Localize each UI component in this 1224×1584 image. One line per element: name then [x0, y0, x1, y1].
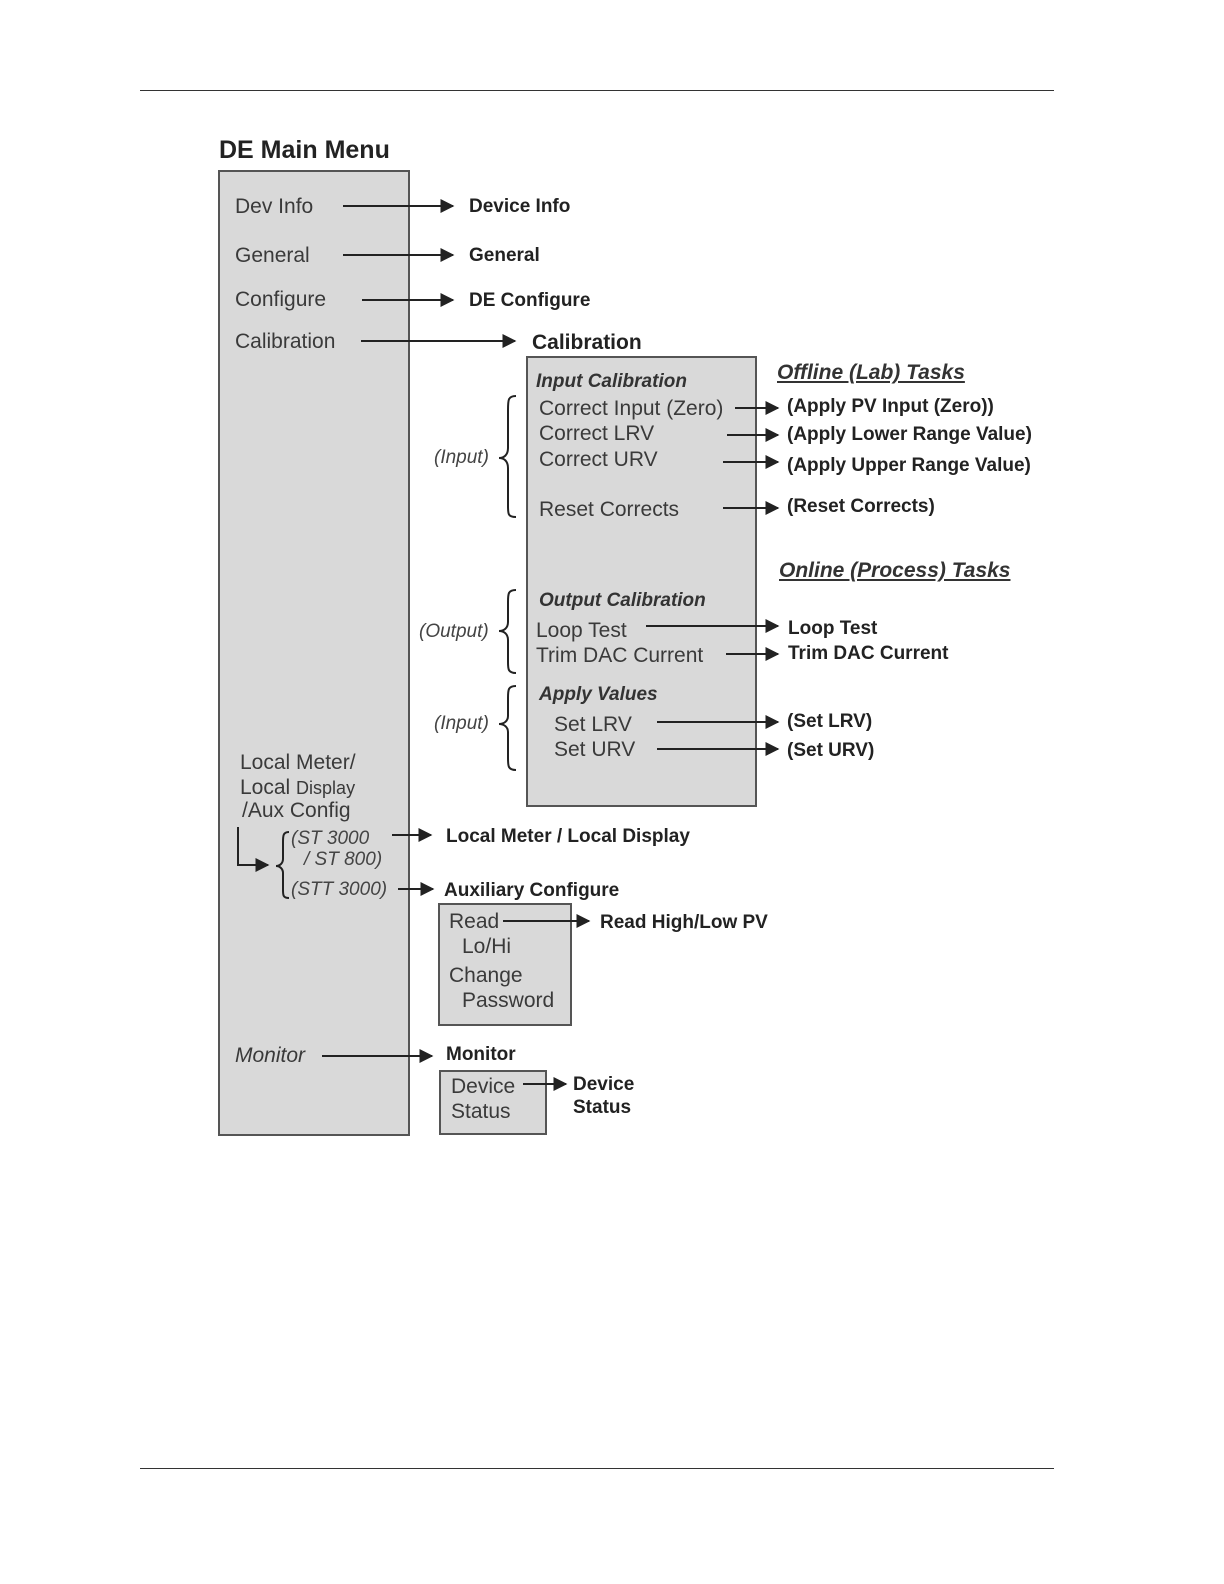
footer-rule	[140, 1468, 1054, 1469]
cal-item-trim-dac-current[interactable]: Trim DAC Current	[536, 644, 704, 667]
cal-item-correct-input-zero[interactable]: Correct Input (Zero)	[539, 397, 724, 420]
target-auxiliary-configure: Auxiliary Configure	[444, 880, 620, 901]
main-menu-box	[218, 170, 410, 1136]
target-local-meter-display: Local Meter / Local Display	[446, 826, 690, 847]
target-device-info: Device Info	[469, 196, 571, 217]
aux-config-box	[438, 903, 572, 1026]
brace-output	[498, 589, 517, 674]
cal-item-set-urv[interactable]: Set URV	[554, 738, 636, 761]
local-meter-line1: Local Meter	[240, 751, 350, 774]
aux-item-password: Password	[462, 989, 555, 1012]
model-stt3000: (STT 3000)	[291, 879, 388, 900]
menu-item-local-display: Local Display	[240, 777, 355, 798]
header-rule	[140, 90, 1054, 91]
local-meter-slash: /	[349, 751, 356, 774]
input-calibration-heading: Input Calibration	[536, 371, 687, 392]
task-set-urv: (Set URV)	[787, 740, 875, 761]
monitor-item-status: Status	[451, 1100, 511, 1123]
menu-item-monitor[interactable]: Monitor	[235, 1044, 306, 1067]
cal-item-reset-corrects[interactable]: Reset Corrects	[539, 498, 680, 521]
bracket-label-input-1: (Input)	[434, 447, 489, 468]
target-general: General	[469, 245, 540, 266]
task-trim-dac-current: Trim DAC Current	[788, 643, 949, 664]
bracket-label-output: (Output)	[419, 621, 489, 642]
apply-values-heading: Apply Values	[539, 684, 658, 705]
target-device-status-line1: Device	[573, 1074, 635, 1095]
cal-item-set-lrv[interactable]: Set LRV	[554, 713, 632, 736]
target-de-configure: DE Configure	[469, 290, 591, 311]
model-st800: / ST 800)	[304, 849, 383, 870]
task-loop-test: Loop Test	[788, 618, 878, 639]
menu-item-dev-info[interactable]: Dev Info	[235, 195, 314, 218]
cal-item-loop-test[interactable]: Loop Test	[536, 619, 627, 642]
online-tasks-heading: Online (Process) Tasks	[779, 559, 1011, 582]
aux-item-change[interactable]: Change	[449, 964, 523, 987]
cal-item-correct-lrv[interactable]: Correct LRV	[539, 422, 655, 445]
local-display-word: Local	[240, 776, 291, 799]
task-apply-upper-range: (Apply Upper Range Value)	[787, 455, 1031, 476]
display-word: Display	[296, 778, 356, 798]
target-calibration: Calibration	[532, 331, 642, 354]
output-calibration-heading: Output Calibration	[539, 590, 706, 611]
task-set-lrv: (Set LRV)	[787, 711, 873, 732]
monitor-item-device[interactable]: Device	[451, 1075, 516, 1098]
brace-input-2	[498, 685, 517, 771]
model-st3000: (ST 3000	[291, 828, 370, 849]
offline-tasks-heading: Offline (Lab) Tasks	[777, 361, 965, 384]
aux-item-lohi: Lo/Hi	[462, 935, 512, 958]
cal-item-correct-urv[interactable]: Correct URV	[539, 448, 658, 471]
diagram-title: DE Main Menu	[219, 136, 390, 164]
menu-item-local-meter[interactable]: Local Meter/	[240, 752, 356, 773]
menu-item-aux-config: /Aux Config	[242, 799, 351, 822]
target-read-high-low-pv: Read High/Low PV	[600, 912, 768, 933]
menu-item-calibration[interactable]: Calibration	[235, 330, 336, 353]
task-reset-corrects: (Reset Corrects)	[787, 496, 935, 517]
monitor-box	[439, 1070, 547, 1135]
aux-item-read[interactable]: Read	[449, 910, 500, 933]
brace-input-1	[498, 395, 517, 518]
menu-item-general[interactable]: General	[235, 244, 310, 267]
task-apply-lower-range: (Apply Lower Range Value)	[787, 424, 1032, 445]
target-device-status-line2: Status	[573, 1097, 632, 1118]
menu-item-configure[interactable]: Configure	[235, 288, 327, 311]
calibration-box	[526, 356, 757, 807]
task-apply-pv-input: (Apply PV Input (Zero))	[787, 396, 994, 417]
bracket-label-input-2: (Input)	[434, 713, 489, 734]
target-monitor: Monitor	[446, 1044, 516, 1065]
